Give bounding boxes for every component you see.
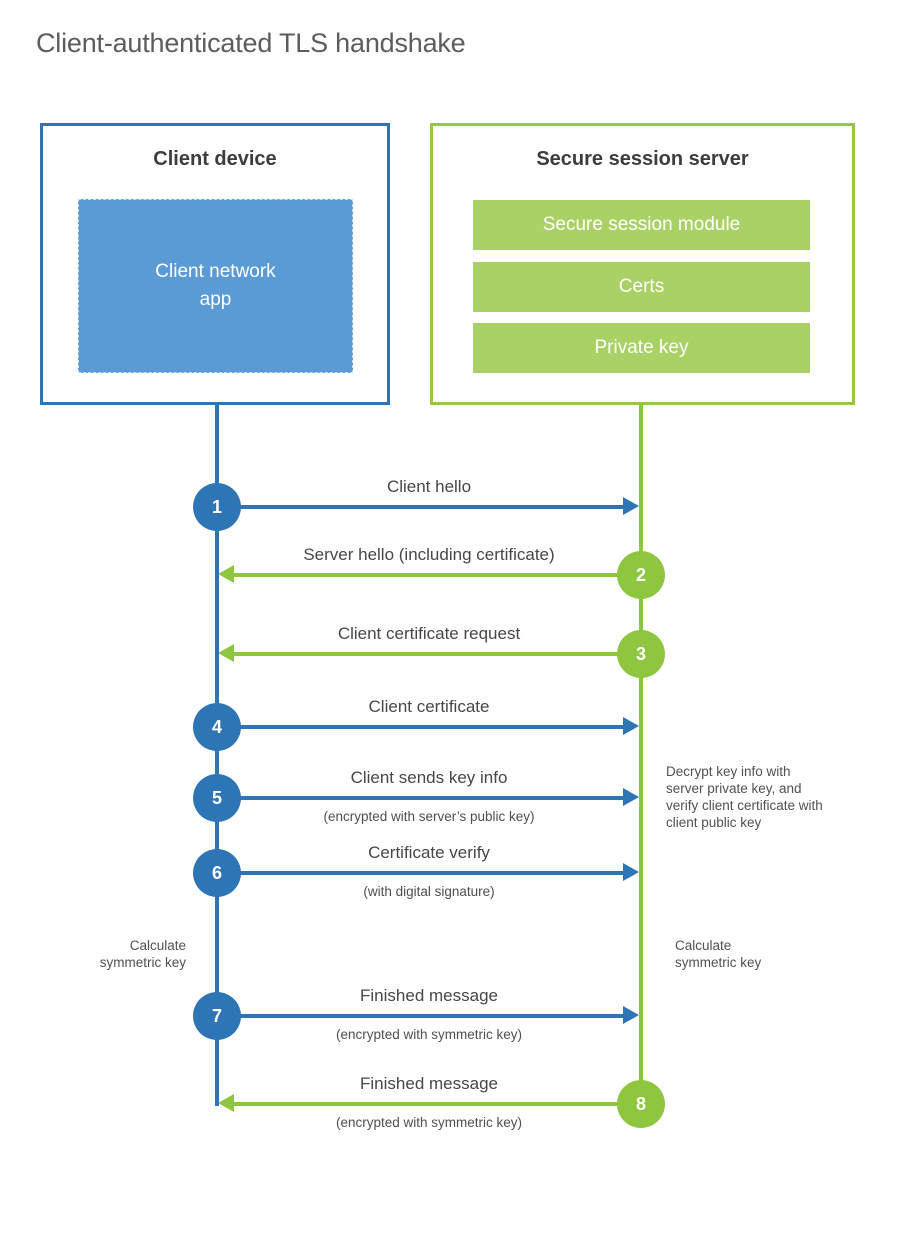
step-7-number-badge: 7 [193, 992, 241, 1040]
arrowhead-right-icon [623, 717, 639, 735]
step-5-label: Client sends key info [350, 768, 508, 787]
step-5-sublabel: (encrypted with server’s public key) [323, 809, 535, 824]
arrowhead-left-icon [218, 644, 234, 662]
step-8-sublabel: (encrypted with symmetric key) [335, 1115, 523, 1130]
server-decrypt-note: Decrypt key info with server private key… [666, 764, 823, 830]
step-4-label: Client certificate [368, 697, 490, 716]
client-network-app-box: Client network app [78, 199, 353, 373]
arrow-shaft [240, 871, 625, 875]
arrow-shaft [234, 1102, 618, 1106]
step-1-label: Client hello [386, 477, 472, 496]
arrow-shaft [240, 505, 625, 509]
step-3-number-badge: 3 [617, 630, 665, 678]
secure-session-server-title: Secure session server [536, 148, 749, 170]
arrowhead-left-icon [218, 1094, 234, 1112]
client-device-title: Client device [153, 148, 277, 170]
client-device-box: Client device Client network app [40, 123, 390, 405]
server-bar-secure-session-module: Secure session module [473, 200, 810, 250]
step-1-number-badge: 1 [193, 483, 241, 531]
step-8-number-badge: 8 [617, 1080, 665, 1128]
arrowhead-right-icon [623, 1006, 639, 1024]
arrow-shaft [240, 796, 625, 800]
client-network-app-label: Client network app [155, 261, 276, 310]
arrowhead-left-icon [218, 565, 234, 583]
diagram-title: Client-authenticated TLS handshake [36, 28, 466, 58]
step-6-sublabel: (with digital signature) [363, 884, 495, 899]
step-5-number-badge: 5 [193, 774, 241, 822]
arrow-shaft [234, 652, 618, 656]
step-2-label: Server hello (including certificate) [303, 545, 555, 564]
server-bar-private-key: Private key [473, 323, 810, 373]
arrow-shaft [240, 725, 625, 729]
step-6-label: Certificate verify [368, 843, 490, 862]
arrowhead-right-icon [623, 788, 639, 806]
step-4-number-badge: 4 [193, 703, 241, 751]
client-lifeline [215, 404, 219, 1106]
server-calculate-symmetric-key-note: Calculate symmetric key [675, 938, 762, 970]
secure-session-server-box: Secure session server Secure session mod… [430, 123, 855, 405]
step-7-label: Finished message [360, 986, 498, 1005]
step-6-number-badge: 6 [193, 849, 241, 897]
client-calculate-symmetric-key-note: Calculate symmetric key [99, 938, 186, 970]
arrow-shaft [240, 1014, 625, 1018]
step-8-label: Finished message [360, 1074, 498, 1093]
step-7-sublabel: (encrypted with symmetric key) [335, 1027, 523, 1042]
step-2-number-badge: 2 [617, 551, 665, 599]
arrowhead-right-icon [623, 863, 639, 881]
server-bar-certs: Certs [473, 262, 810, 312]
step-3-label: Client certificate request [337, 624, 521, 643]
arrowhead-right-icon [623, 497, 639, 515]
arrow-shaft [234, 573, 618, 577]
server-lifeline [639, 403, 643, 1104]
